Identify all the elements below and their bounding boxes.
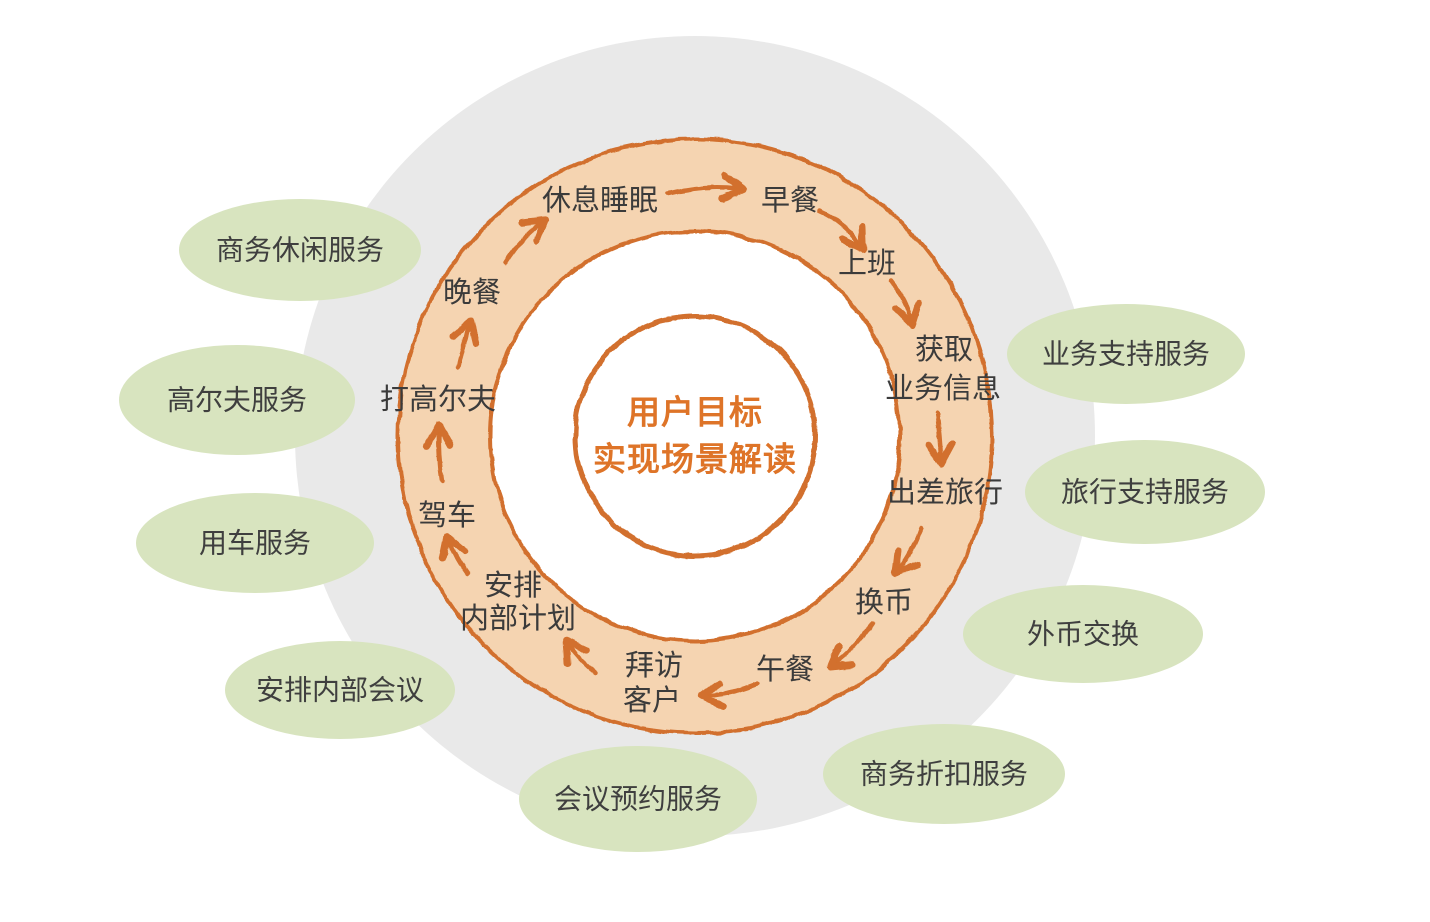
service-bubble-foreign-currency-exchange: 外币交换 bbox=[963, 585, 1203, 683]
service-bubbles: 商务休闲服务 高尔夫服务 用车服务 安排内部会议 会议预约服务 商务折扣服务 外… bbox=[119, 199, 1265, 852]
travel-support-service-label: 旅行支持服务 bbox=[1061, 476, 1229, 509]
cycle-step-business-travel: 出差旅行 bbox=[887, 475, 1003, 509]
business-support-service-label: 业务支持服务 bbox=[1042, 338, 1210, 371]
business-discount-service-label: 商务折扣服务 bbox=[860, 758, 1028, 791]
business-support-service-ellipse bbox=[1007, 304, 1245, 404]
cycle-step-drive: 驾车 bbox=[418, 498, 476, 532]
cycle-step-visit-clients-line2: 客户 bbox=[623, 683, 681, 717]
service-bubble-internal-meeting-arrangement: 安排内部会议 bbox=[225, 641, 455, 739]
cycle-step-get-business-info-line1: 获取 bbox=[915, 332, 973, 366]
cycle-step-rest-sleep: 休息睡眠 bbox=[542, 183, 658, 217]
cycle-step-get-business-info-line2: 业务信息 bbox=[885, 371, 1001, 405]
cycle-step-arrange-internal-plan-line2: 内部计划 bbox=[460, 601, 576, 635]
cycle-step-currency-exchange: 换币 bbox=[855, 585, 913, 619]
car-service-ellipse bbox=[136, 493, 374, 593]
cycle-step-labels: 休息睡眠 早餐 上班 获取 业务信息 出差旅行 换币 午餐 拜访 客户 安排 内… bbox=[380, 183, 1003, 717]
internal-meeting-arrangement-label: 安排内部会议 bbox=[256, 674, 424, 707]
cycle-step-visit-clients-line1: 拜访 bbox=[625, 648, 683, 682]
center-title-line2: 实现场景解读 bbox=[593, 440, 797, 479]
arrow-rest-sleep-to-breakfast bbox=[665, 172, 747, 203]
arrow-get-business-info-to-business-travel bbox=[925, 409, 956, 468]
golf-service-ellipse bbox=[119, 345, 355, 455]
center-circle bbox=[572, 313, 818, 559]
cycle-arrows bbox=[423, 172, 956, 710]
car-service-label: 用车服务 bbox=[199, 527, 311, 560]
arrow-go-to-work-to-get-business-info bbox=[889, 279, 923, 329]
golf-service-label: 高尔夫服务 bbox=[167, 384, 307, 417]
service-bubble-business-support-service: 业务支持服务 bbox=[1007, 304, 1245, 404]
arrow-arrange-internal-plan-to-drive bbox=[439, 532, 470, 577]
arrow-business-travel-to-currency-exchange bbox=[892, 524, 924, 577]
arrow-drive-to-play-golf bbox=[423, 422, 454, 483]
arrow-lunch-to-visit-clients bbox=[698, 679, 760, 710]
cycle-step-dinner: 晚餐 bbox=[443, 275, 501, 309]
internal-meeting-arrangement-ellipse bbox=[225, 641, 455, 739]
cycle-step-arrange-internal-plan-line1: 安排 bbox=[484, 568, 542, 602]
arrow-breakfast-to-go-to-work bbox=[817, 208, 867, 253]
service-bubble-travel-support-service: 旅行支持服务 bbox=[1025, 440, 1265, 544]
arrow-currency-exchange-to-lunch bbox=[826, 620, 875, 671]
service-bubble-car-service: 用车服务 bbox=[136, 493, 374, 593]
meeting-reservation-service-label: 会议预约服务 bbox=[554, 783, 722, 816]
arrow-dinner-to-rest-sleep bbox=[502, 216, 549, 266]
business-discount-service-ellipse bbox=[823, 724, 1065, 824]
business-leisure-service-ellipse bbox=[179, 199, 421, 301]
business-leisure-service-label: 商务休闲服务 bbox=[216, 234, 384, 267]
meeting-reservation-service-ellipse bbox=[519, 746, 757, 852]
foreign-currency-exchange-ellipse bbox=[963, 585, 1203, 683]
cycle-step-play-golf: 打高尔夫 bbox=[380, 382, 496, 416]
center-title-line1: 用户目标 bbox=[627, 393, 763, 432]
cycle-step-go-to-work: 上班 bbox=[838, 246, 896, 280]
arrow-visit-clients-to-arrange-internal-plan bbox=[562, 637, 599, 676]
service-bubble-business-discount-service: 商务折扣服务 bbox=[823, 724, 1065, 824]
service-bubble-golf-service: 高尔夫服务 bbox=[119, 345, 355, 455]
cycle-step-lunch: 午餐 bbox=[756, 652, 814, 686]
daily-cycle-ring bbox=[396, 137, 994, 735]
arrow-play-golf-to-dinner bbox=[449, 317, 480, 369]
cycle-step-breakfast: 早餐 bbox=[761, 183, 819, 217]
foreign-currency-exchange-label: 外币交换 bbox=[1027, 618, 1139, 651]
travel-support-service-ellipse bbox=[1025, 440, 1265, 544]
service-bubble-meeting-reservation-service: 会议预约服务 bbox=[519, 746, 757, 852]
service-bubble-business-leisure-service: 商务休闲服务 bbox=[179, 199, 421, 301]
center-title: 用户目标 实现场景解读 bbox=[593, 393, 797, 479]
